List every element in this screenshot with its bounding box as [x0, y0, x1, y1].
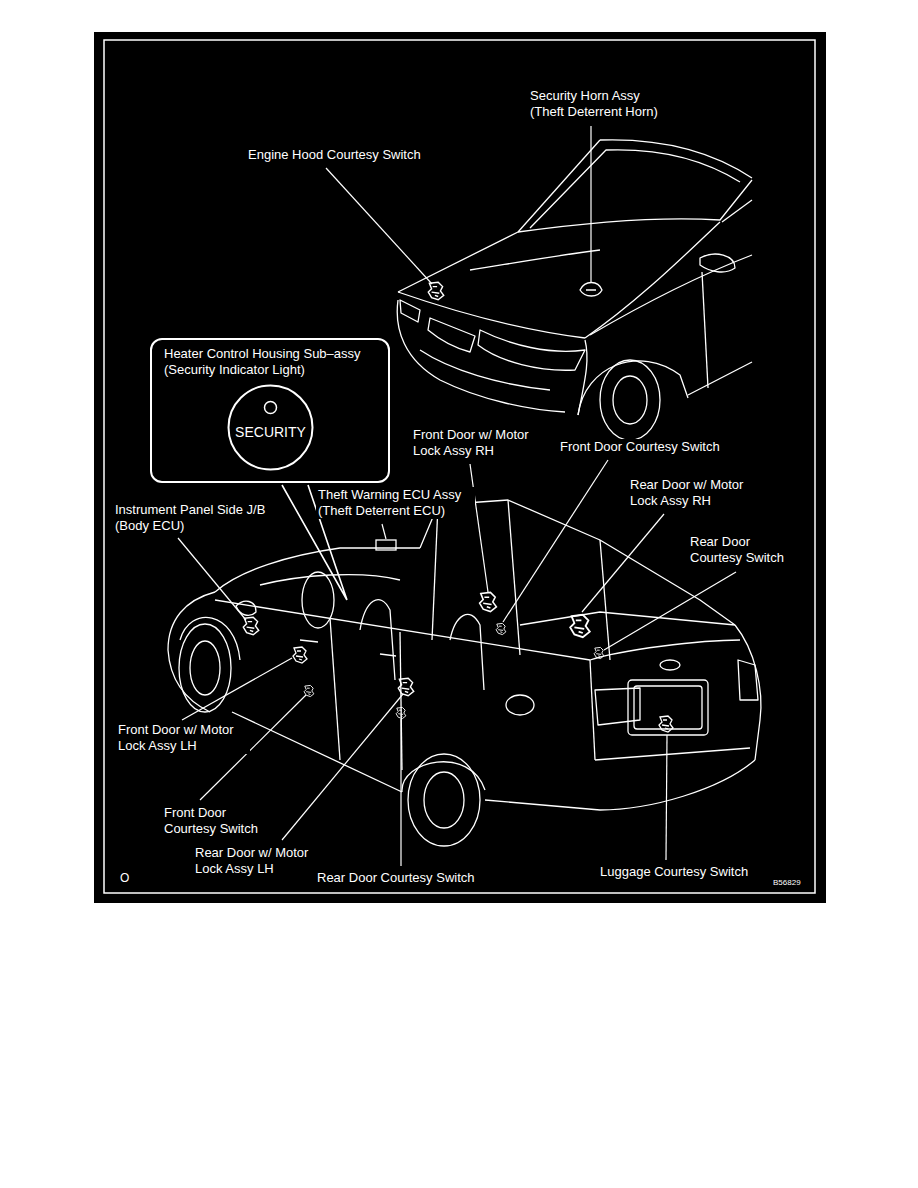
part-label: Front Door w/ Motor Lock Assy RH	[411, 427, 545, 459]
part-label: O	[118, 871, 131, 886]
top-car	[397, 140, 752, 440]
part-label: Engine Hood Courtesy Switch	[246, 147, 423, 163]
frame-border	[104, 40, 815, 893]
part-label: Luggage Courtesy Switch	[598, 864, 750, 880]
part-label: Rear Door Courtesy Switch	[688, 534, 797, 566]
part-label: B56829	[771, 878, 803, 888]
callout-heading: Heater Control Housing Sub–assy (Securit…	[164, 346, 374, 378]
part-label: Front Door Courtesy Switch	[162, 805, 271, 837]
indicator-text: SECURITY	[227, 424, 314, 440]
frame-panel	[94, 32, 826, 903]
part-label: Front Door w/ Motor Lock Assy LH	[116, 722, 250, 754]
part-label: Rear Door w/ Motor Lock Assy LH	[193, 845, 323, 877]
indicator-circle: SECURITY	[227, 384, 314, 471]
part-label: Security Horn Assy (Theft Deterrent Horn…	[528, 88, 672, 120]
part-label: Rear Door Courtesy Switch	[315, 870, 477, 886]
part-label: Rear Door w/ Motor Lock Assy RH	[628, 477, 758, 509]
part-label: Instrument Panel Side J/B (Body ECU)	[113, 502, 279, 534]
callout-box: Heater Control Housing Sub–assy (Securit…	[150, 338, 390, 483]
part-label: Theft Warning ECU Assy (Theft Deterrent …	[316, 487, 475, 519]
part-label: Front Door Courtesy Switch	[558, 439, 722, 455]
bottom-car	[115, 0, 761, 846]
